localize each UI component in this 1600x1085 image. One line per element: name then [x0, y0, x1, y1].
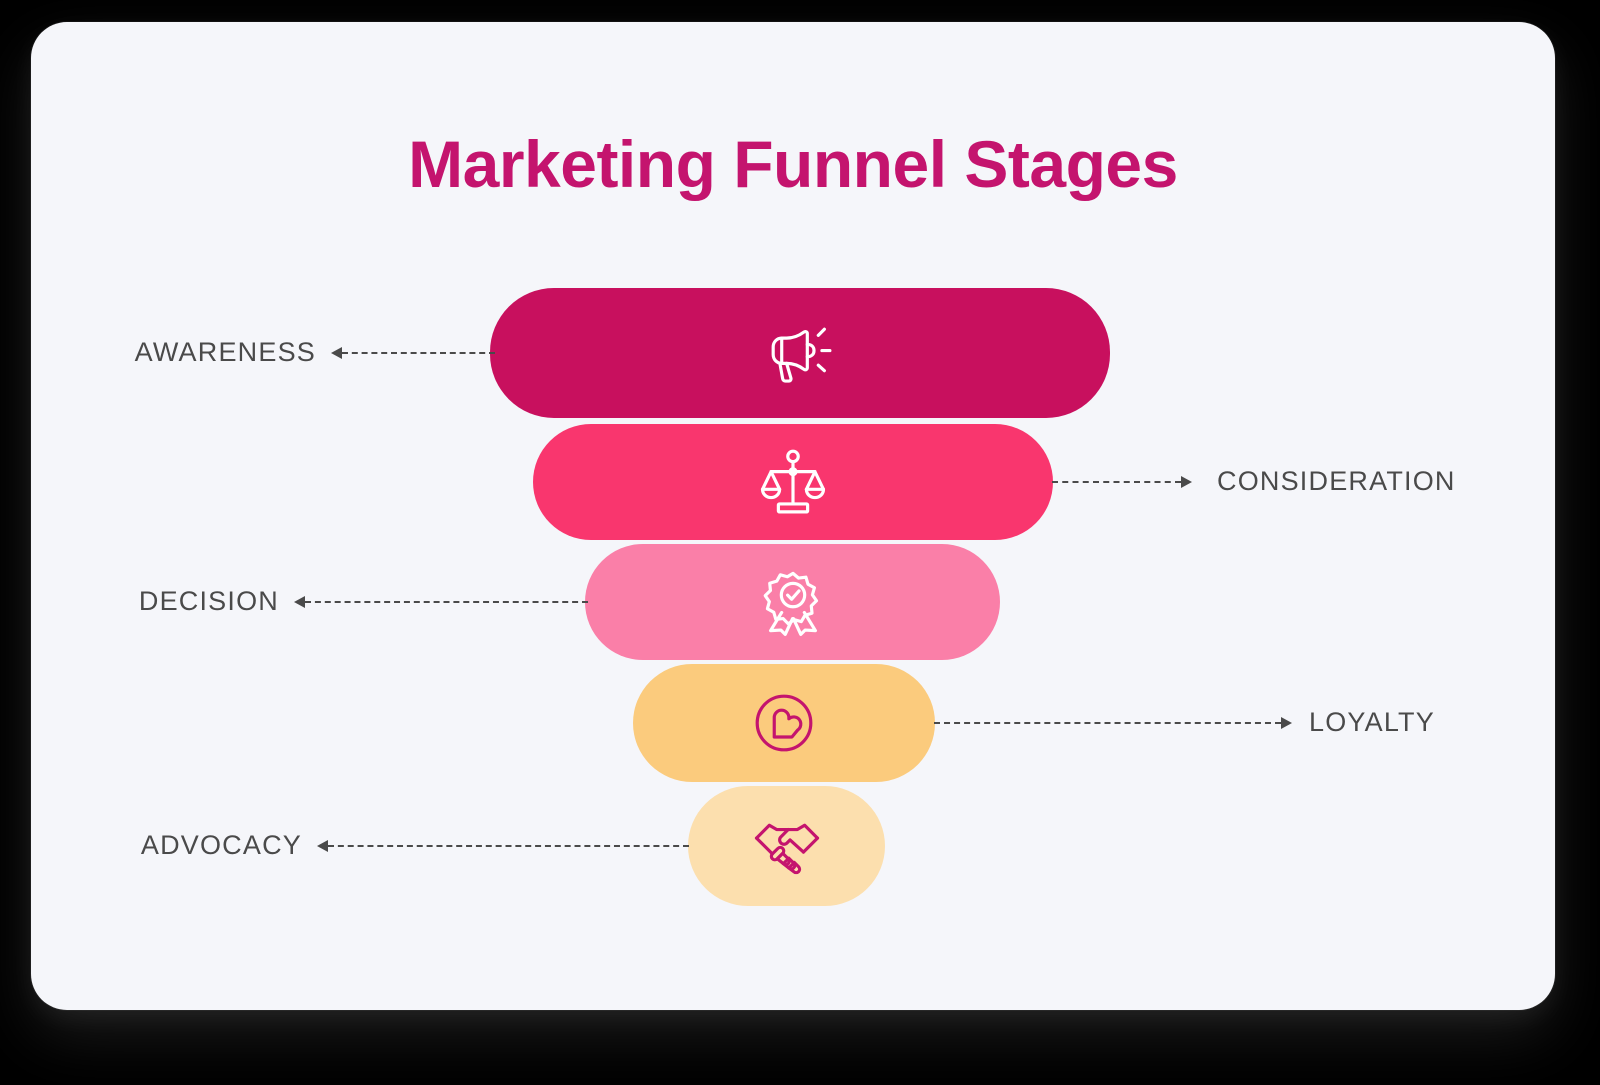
arrow-head-right-icon	[1281, 717, 1292, 729]
connector-advocacy	[317, 840, 689, 852]
dashed-line	[934, 722, 1281, 724]
stage-label-loyalty: LOYALTY	[1309, 707, 1435, 737]
dashed-line	[342, 352, 495, 354]
funnel-bar-loyalty	[633, 664, 935, 782]
funnel-card: Marketing Funnel Stages	[31, 22, 1555, 1010]
funnel-bar-advocacy	[688, 786, 885, 906]
arrow-head-left-icon	[331, 347, 342, 359]
arrow-head-left-icon	[294, 596, 305, 608]
megaphone-icon	[771, 327, 832, 383]
balance-scales-icon	[760, 449, 826, 514]
arrow-head-left-icon	[317, 840, 328, 852]
stage-label-advocacy: ADVOCACY	[140, 830, 302, 860]
connector-consideration	[1052, 476, 1192, 488]
handshake-icon	[754, 823, 819, 875]
page-title: Marketing Funnel Stages	[408, 127, 1178, 201]
dashed-line	[1052, 481, 1181, 483]
stage-label-decision: DECISION	[138, 586, 279, 616]
funnel-stage-advocacy[interactable]	[688, 786, 885, 906]
stage-label-consideration: CONSIDERATION	[1217, 466, 1456, 496]
funnel-bar-decision	[585, 544, 1000, 660]
arrow-head-right-icon	[1181, 476, 1192, 488]
dashed-line	[305, 601, 588, 603]
dashed-line	[328, 845, 689, 847]
connector-awareness	[331, 347, 495, 359]
heart-in-circle-icon	[755, 694, 813, 752]
funnel-stage-loyalty[interactable]	[633, 664, 935, 782]
funnel-stage-decision[interactable]	[585, 544, 1000, 660]
funnel-stage-awareness[interactable]	[490, 288, 1110, 418]
funnel-diagram: AWARENESS CONSIDERATION DECISION LOYALTY…	[31, 22, 1555, 1010]
funnel-bar-awareness	[490, 288, 1110, 418]
connector-loyalty	[934, 717, 1292, 729]
connector-decision	[294, 596, 588, 608]
award-ribbon-icon	[763, 571, 818, 637]
funnel-stage-consideration[interactable]	[533, 424, 1053, 540]
stage-label-awareness: AWARENESS	[134, 337, 316, 367]
